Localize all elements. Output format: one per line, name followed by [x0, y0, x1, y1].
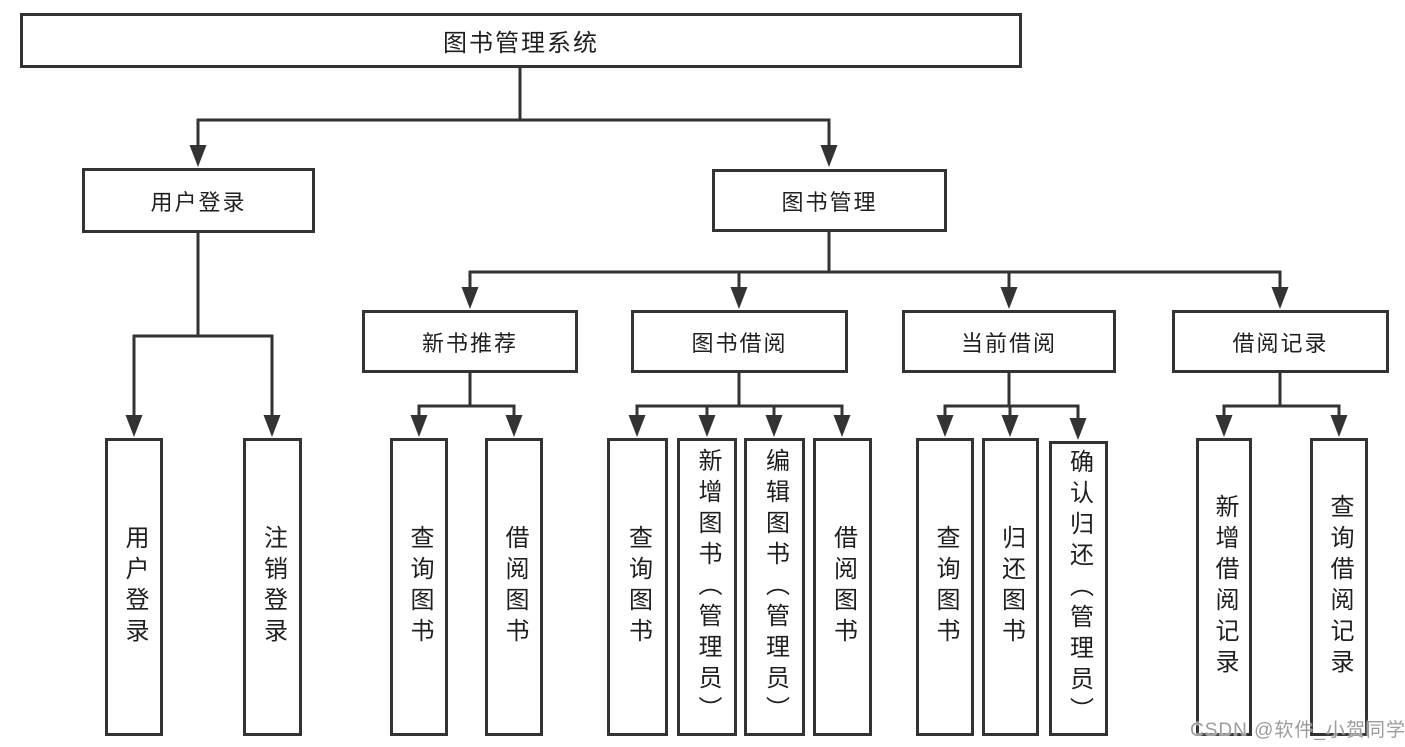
node-label: 查询图书: [406, 525, 433, 649]
node-library-management-system: 图书管理系统: [20, 13, 1022, 68]
node-leaf-logout: 注销登录: [243, 438, 302, 736]
node-book-management: 图书管理: [712, 169, 947, 232]
node-label: 图书管理系统: [443, 30, 599, 57]
node-leaf-confirm-return-admin: 确认归还（管理员）: [1049, 441, 1108, 736]
node-leaf-add-books-admin: 新增图书（管理员）: [677, 438, 737, 736]
node-label: 新增借阅记录: [1211, 494, 1238, 680]
node-label: 查询图书: [624, 525, 652, 649]
node-label: 用户登录: [150, 189, 247, 215]
node-leaf-user-login: 用户登录: [105, 438, 163, 736]
node-label: 图书借阅: [691, 330, 788, 356]
node-user-login: 用户登录: [82, 168, 315, 233]
node-label: 用户登录: [121, 525, 148, 649]
node-leaf-query-borrow-record: 查询借阅记录: [1310, 438, 1368, 736]
node-leaf-query-books-borrowing: 查询图书: [607, 438, 668, 736]
node-label: 借阅图书: [829, 525, 857, 649]
node-book-borrowing: 图书借阅: [631, 310, 848, 373]
node-leaf-query-books-recommend: 查询图书: [390, 438, 448, 736]
node-label: 查询借阅记录: [1326, 494, 1353, 680]
node-label: 注销登录: [259, 525, 287, 649]
node-leaf-add-borrow-record: 新增借阅记录: [1196, 438, 1252, 736]
node-label: 新增图书（管理员）: [694, 447, 721, 727]
node-label: 归还图书: [997, 525, 1025, 649]
node-label: 借阅记录: [1232, 330, 1329, 356]
node-label: 借阅图书: [501, 525, 528, 649]
node-label: 新书推荐: [421, 330, 518, 356]
node-new-book-recommendation: 新书推荐: [362, 310, 578, 373]
node-leaf-return-books: 归还图书: [982, 438, 1039, 736]
node-leaf-query-books-current: 查询图书: [916, 438, 974, 736]
node-label: 图书管理: [781, 189, 878, 215]
node-label: 当前借阅: [960, 330, 1057, 356]
node-label: 查询图书: [932, 525, 959, 649]
node-label: 编辑图书（管理员）: [761, 447, 789, 727]
node-borrowing-records: 借阅记录: [1172, 310, 1389, 373]
csdn-watermark: CSDN @软件_小贺同学: [1190, 720, 1405, 741]
node-leaf-borrow-books-borrowing: 借阅图书: [813, 438, 872, 736]
node-label: 确认归还（管理员）: [1065, 449, 1093, 728]
node-leaf-borrow-books-recommend: 借阅图书: [485, 438, 543, 736]
node-current-borrowing: 当前借阅: [902, 310, 1116, 373]
node-leaf-edit-books-admin: 编辑图书（管理员）: [744, 438, 805, 736]
